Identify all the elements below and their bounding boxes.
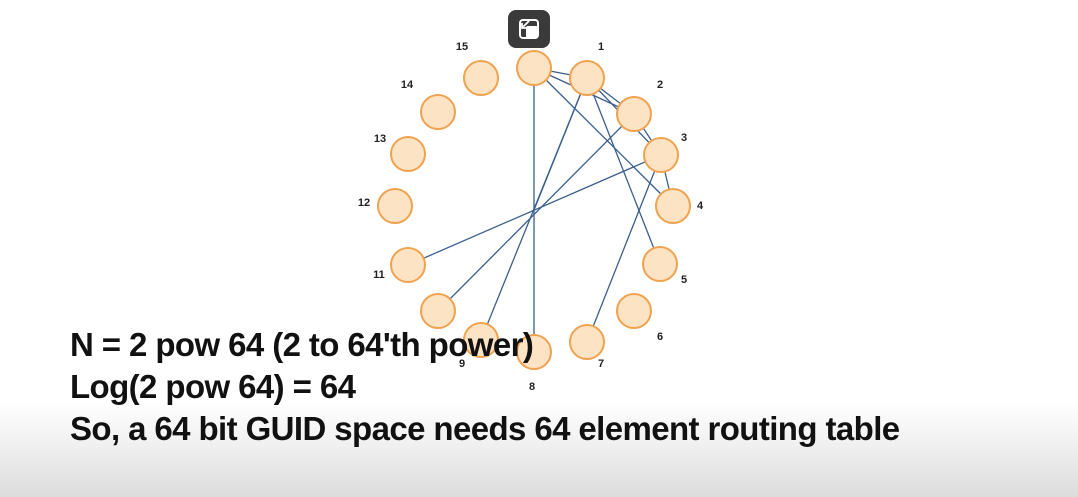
ring-node-1 xyxy=(569,60,605,96)
node-label-8: 8 xyxy=(529,381,535,393)
edge-2-10 xyxy=(437,113,635,312)
ring-node-12 xyxy=(377,188,413,224)
ring-nodes xyxy=(377,50,691,370)
node-label-11: 11 xyxy=(373,269,385,281)
node-label-2: 2 xyxy=(657,79,663,91)
ring-node-15 xyxy=(463,60,499,96)
node-label-3: 3 xyxy=(681,132,687,144)
ring-node-13 xyxy=(390,136,426,172)
node-label-15: 15 xyxy=(456,41,468,53)
ring-node-5 xyxy=(642,246,678,282)
ring-node-0 xyxy=(516,50,552,86)
ring-node-3 xyxy=(643,137,679,173)
node-label-5: 5 xyxy=(681,274,687,286)
node-label-7: 7 xyxy=(598,358,604,370)
node-label-12: 12 xyxy=(358,197,370,209)
ring-node-14 xyxy=(420,94,456,130)
equation-line-1: N = 2 pow 64 (2 to 64'th power) xyxy=(70,326,534,363)
equation-line-2: Log(2 pow 64) = 64 xyxy=(70,368,356,405)
conclusion-line: So, a 64 bit GUID space needs 64 element… xyxy=(70,410,900,447)
ring-node-2 xyxy=(616,96,652,132)
ring-node-7 xyxy=(569,324,605,360)
node-label-1: 1 xyxy=(598,41,604,53)
edge-0-4 xyxy=(533,67,674,207)
ring-node-6 xyxy=(616,293,652,329)
edge-3-7 xyxy=(586,154,662,343)
node-label-4: 4 xyxy=(697,200,704,212)
node-label-14: 14 xyxy=(401,79,414,91)
ring-node-4 xyxy=(655,188,691,224)
ring-node-8 xyxy=(516,334,552,370)
node-label-6: 6 xyxy=(657,331,663,343)
ring-node-9 xyxy=(463,322,499,358)
node-label-13: 13 xyxy=(374,133,386,145)
ring-node-11 xyxy=(390,247,426,283)
node-label-9: 9 xyxy=(459,358,465,370)
expand-icon xyxy=(519,19,539,39)
expand-button[interactable] xyxy=(508,10,550,48)
ring-node-10 xyxy=(420,293,456,329)
edge-1-center xyxy=(533,77,588,211)
